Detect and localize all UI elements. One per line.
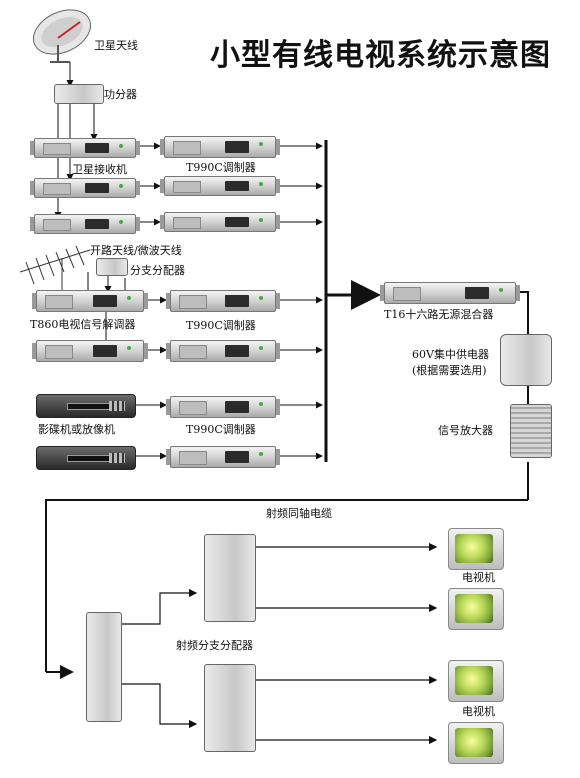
tv-icon [448,528,504,570]
dvd-player-label: 影碟机或放像机 [38,423,115,436]
amplifier-icon [510,404,552,458]
satellite-receiver-2 [30,178,140,198]
satellite-receiver-3 [30,214,140,234]
dvd-player-2 [36,446,136,470]
modulator-4 [166,290,280,312]
modulator-label-1: T990C调制器 [186,161,256,174]
modulator-7 [166,446,280,468]
demodulator-label: T860电视信号解调器 [30,318,136,331]
antenna-label: 开路天线/微波天线 [90,244,182,257]
rf-splitter-bottom [204,664,256,752]
tv-icon [448,722,504,764]
modulator-label-2: T990C调制器 [186,319,256,332]
coax-cable-label: 射频同轴电缆 [266,507,332,520]
satellite-receiver-label: 卫星接收机 [72,163,127,176]
modulator-2 [160,176,280,196]
demodulator-2 [32,340,148,362]
combiner [380,282,520,304]
tv-icon [448,660,504,702]
power-supply-label-2: (根据需要选用) [412,364,487,377]
branch-splitter-icon [96,258,128,276]
branch-splitter-label: 分支分配器 [130,264,185,277]
yagi-antenna-icon [19,245,91,296]
amplifier-label: 信号放大器 [438,424,493,437]
rf-splitter-label: 射频分支分配器 [176,639,253,652]
satellite-dish-icon [33,9,91,63]
tv-label-1: 电视机 [462,571,495,584]
satellite-antenna-label: 卫星天线 [94,39,138,52]
modulator-5 [166,340,280,362]
rf-splitter-main [86,612,122,722]
power-supply-label-1: 60V集中供电器 [412,348,489,361]
rf-splitter-top [204,534,256,622]
diagram-title: 小型有线电视系统示意图 [210,38,551,73]
power-supply-icon [500,334,552,386]
satellite-receiver-1 [30,138,140,158]
modulator-1 [160,136,280,158]
dvd-player-1 [36,394,136,418]
combiner-label: T16十六路无源混合器 [384,308,494,321]
tv-icon [448,588,504,630]
power-splitter-icon [54,84,104,104]
tv-label-2: 电视机 [462,705,495,718]
modulator-label-3: T990C调制器 [186,423,256,436]
power-splitter-label: 功分器 [104,88,137,101]
modulator-6 [166,396,280,418]
demodulator-1 [32,290,148,312]
modulator-3 [160,212,280,232]
